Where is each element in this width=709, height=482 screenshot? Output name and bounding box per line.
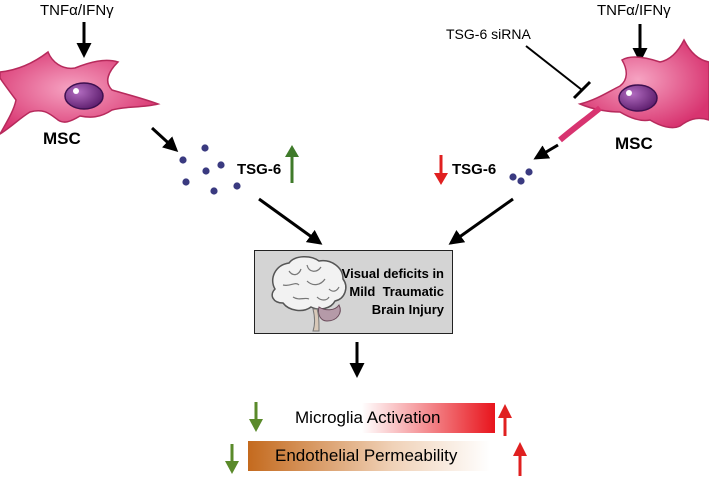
left-stimulus-label: TNFα/IFNγ: [40, 2, 114, 19]
left-tsg6-molecules: [179, 144, 241, 195]
endothelial-up-arrow-icon: [513, 442, 527, 476]
right-tsg6-label: TSG-6: [452, 161, 497, 178]
right-stimulus-label: TNFα/IFNγ: [597, 2, 671, 19]
left-msc-cell: [0, 50, 161, 135]
right-msc-cell: [558, 38, 709, 143]
box-text: Visual deficits in Mild Traumatic Brain …: [342, 265, 444, 319]
box-line-1: Visual deficits in: [341, 266, 444, 281]
microglia-up-arrow-icon: [498, 404, 512, 436]
box-line-2: Mild Traumatic: [349, 284, 444, 299]
left-secretion-arrow: [150, 126, 179, 153]
sirna-inhibition-icon: [525, 45, 592, 100]
endothelial-permeability-label: Endothelial Permeability: [275, 446, 458, 465]
left-tsg6-label: TSG-6: [237, 161, 282, 178]
brain-injury-box: Visual deficits in Mild Traumatic Brain …: [254, 250, 453, 334]
right-secretion-arrow: [533, 143, 559, 160]
microglia-gradient-bar: [290, 403, 495, 433]
right-nucleus: [618, 84, 658, 112]
right-tsg6-molecules: [509, 168, 533, 185]
brain-icon: [271, 256, 347, 332]
endothelial-gradient-bar: [248, 441, 490, 471]
right-downregulation-arrow-icon: [434, 155, 448, 185]
microglia-down-arrow-icon: [249, 402, 263, 432]
endothelial-down-arrow-icon: [225, 444, 239, 474]
left-to-box-arrow: [258, 197, 323, 245]
box-line-3: Brain Injury: [371, 302, 444, 317]
left-nucleus: [64, 82, 104, 110]
right-msc-label: MSC: [615, 134, 653, 153]
left-upregulation-arrow-icon: [285, 145, 299, 183]
right-to-box-arrow: [448, 197, 514, 245]
sirna-label: TSG-6 siRNA: [446, 26, 531, 42]
microglia-activation-label: Microglia Activation: [295, 408, 441, 427]
left-msc-label: MSC: [43, 129, 81, 148]
